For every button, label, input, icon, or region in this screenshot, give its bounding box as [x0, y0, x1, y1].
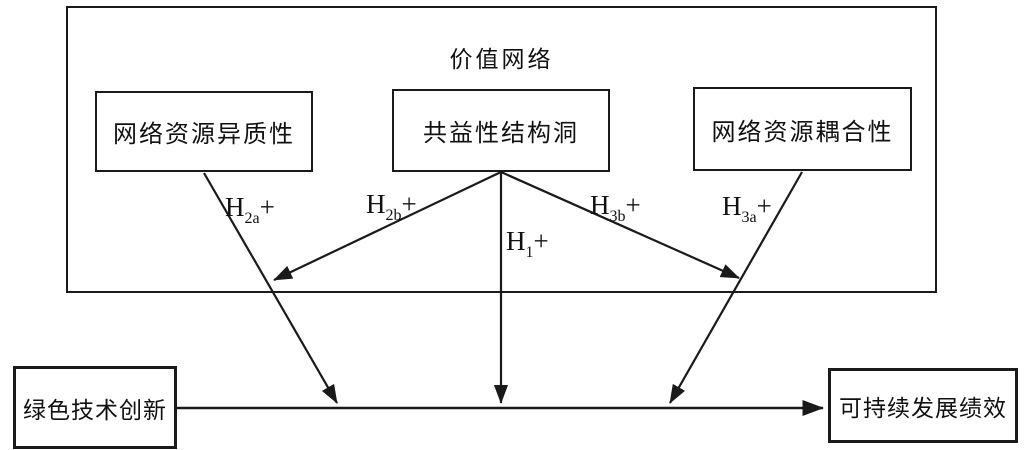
hypothesis-base: H [366, 189, 386, 219]
hypothesis-subscript: 3a [741, 209, 757, 226]
node-network-resource-heterogeneity: 网络资源异质性 [95, 91, 313, 172]
node-green-technology-innovation: 绿色技术创新 [13, 366, 177, 449]
hypothesis-subscript: 2a [244, 210, 260, 227]
hypothesis-base: H [722, 191, 742, 221]
hypothesis-subscript: 2b [385, 207, 402, 224]
node-label: 共益性结构洞 [423, 121, 579, 147]
hypothesis-sign: + [625, 190, 641, 220]
node-network-resource-coupling: 网络资源耦合性 [693, 87, 912, 171]
hypothesis-label-h2a: H2a+ [225, 194, 275, 227]
hypothesis-base: H [590, 190, 610, 220]
arrow-h2a [203, 172, 338, 404]
hypothesis-label-h1: H1+ [506, 228, 549, 261]
hypothesis-sign: + [259, 192, 275, 222]
arrow-h2b [273, 171, 502, 281]
hypothesis-sign: + [401, 189, 417, 219]
hypothesis-sign: + [756, 191, 772, 221]
hypothesis-subscript: 1 [525, 244, 534, 261]
node-sustainable-development-performance: 可持续发展绩效 [828, 368, 1018, 443]
node-label: 绿色技术创新 [23, 397, 167, 423]
hypothesis-label-h3a: H3a+ [722, 193, 772, 226]
node-mutual-benefit-structural-hole: 共益性结构洞 [392, 89, 610, 172]
hypothesis-base: H [506, 226, 526, 256]
hypothesis-label-h3b: H3b+ [590, 192, 641, 225]
value-network-frame: 价值网络 [66, 6, 937, 293]
hypothesis-subscript: 3b [609, 208, 626, 225]
arrow-h3b [500, 170, 740, 280]
node-label: 可持续发展绩效 [839, 395, 1007, 421]
value-network-title: 价值网络 [449, 47, 554, 72]
hypothesis-base: H [225, 192, 245, 222]
arrow-h3a [669, 171, 803, 404]
node-label: 网络资源耦合性 [711, 119, 894, 146]
node-label: 网络资源异质性 [113, 122, 295, 148]
hypothesis-label-h2b: H2b+ [366, 191, 417, 224]
hypothesis-sign: + [533, 226, 549, 256]
